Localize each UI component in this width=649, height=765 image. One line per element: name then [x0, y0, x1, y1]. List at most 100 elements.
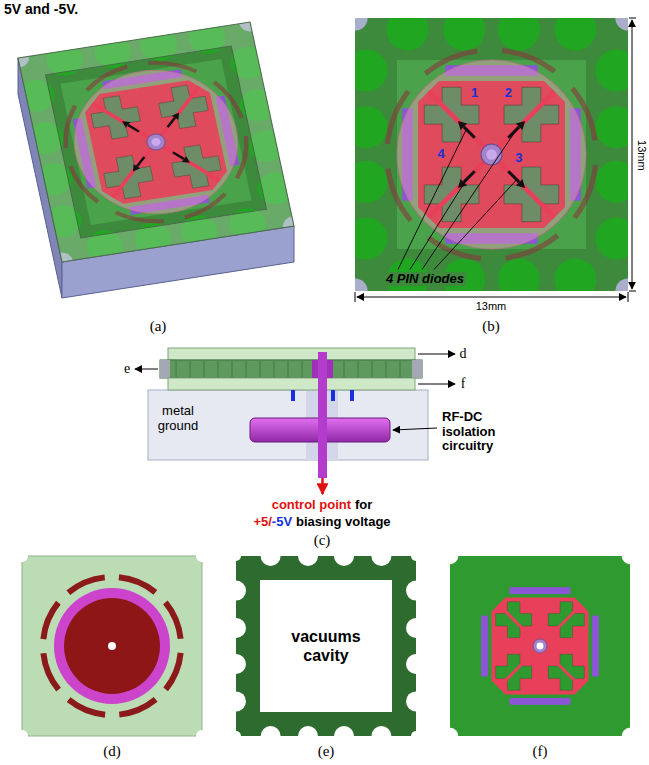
ring-segment — [570, 87, 597, 141]
metal-ground — [148, 390, 428, 460]
edge-notch — [226, 581, 246, 601]
control-arrow — [321, 478, 324, 494]
layer-d — [168, 348, 415, 360]
corner-notch — [196, 730, 208, 742]
control-label: for — [355, 498, 372, 513]
via-hole — [355, 106, 388, 148]
cavity-stripe — [400, 361, 401, 377]
diagonal-strip — [429, 155, 492, 218]
panel-label: (f) — [533, 743, 548, 760]
corner-post — [355, 278, 368, 291]
edge-notch — [371, 546, 391, 566]
part-label: metal ground — [149, 404, 207, 434]
layer-e-view — [226, 546, 426, 746]
ring-segment — [424, 48, 478, 75]
diode-symbol — [173, 151, 184, 161]
panel-label: (c) — [314, 532, 331, 549]
ring-segment — [81, 65, 131, 92]
label-holder: 3 — [515, 151, 522, 166]
edge-notch — [406, 618, 426, 638]
edge-notch — [298, 546, 318, 566]
center-pin — [533, 639, 547, 653]
diagonal-strip — [492, 92, 555, 155]
edge-notch — [226, 618, 246, 638]
cavity-stripe — [274, 361, 275, 377]
label-holder: 4 — [437, 147, 444, 162]
label-line: control pointfor — [272, 498, 373, 513]
leader-line — [398, 129, 466, 269]
callout-number: 3 — [515, 151, 522, 166]
cavity-stripe — [218, 361, 219, 377]
layer-label: d — [460, 346, 467, 362]
edge-notch — [261, 546, 281, 566]
ring-segment — [385, 168, 412, 222]
diagonal-strip — [492, 155, 555, 218]
panel-label: (a) — [150, 318, 167, 335]
frame — [236, 556, 416, 736]
cavity-stripe — [190, 361, 191, 377]
via-hole — [498, 18, 540, 51]
cavity-stripe — [232, 361, 233, 377]
dimension-label: 13mm — [474, 300, 509, 313]
label-holder: 13mm — [474, 300, 509, 313]
inner-square — [478, 584, 603, 709]
cavity-stripe — [204, 361, 205, 377]
diode-symbol — [508, 127, 519, 138]
caption-fragment: 5V and -5V. — [4, 1, 78, 17]
purple-bar — [510, 587, 571, 594]
diode-symbol — [166, 118, 177, 128]
pin-diode — [291, 390, 295, 401]
diagonal-strip — [540, 646, 582, 688]
diode-symbol — [181, 156, 190, 164]
layer-d-view — [16, 550, 208, 742]
label-holder: 5V and -5V. — [4, 1, 78, 17]
label-holder: 4 PIN diodes — [384, 272, 466, 287]
layer-e — [160, 360, 422, 378]
layer-label: f — [461, 376, 466, 392]
panel-label: (e) — [318, 743, 335, 760]
leader-line — [422, 129, 517, 269]
callout-number: 2 — [505, 86, 512, 101]
label-holder: (a) — [150, 318, 167, 335]
edge-notch — [371, 726, 391, 746]
label-holder: metal ground — [149, 404, 207, 434]
corner-notch — [16, 730, 28, 742]
layer-f-view — [442, 548, 639, 745]
region-label: vacuums cavity — [284, 627, 368, 665]
dimension-tick — [355, 292, 356, 302]
diode-symbol — [131, 163, 140, 171]
diagonal-strip — [498, 604, 540, 646]
diode-symbol — [508, 171, 519, 182]
red-disk — [64, 598, 160, 694]
label-holder: e — [124, 361, 130, 377]
center-hole — [151, 137, 162, 146]
diode-symbol — [122, 120, 131, 128]
red-octagon — [492, 598, 589, 695]
substrate — [22, 556, 202, 736]
center-pin — [145, 133, 166, 151]
diode-symbol — [516, 121, 525, 130]
cavity-stripe — [302, 361, 303, 377]
dimension-label: 13mm — [635, 140, 648, 171]
center-pin — [318, 352, 327, 478]
control-label: biasing voltage — [296, 515, 391, 530]
edge-notch — [406, 654, 426, 674]
diagonal-strip — [498, 646, 540, 688]
cavity-stripe — [288, 361, 289, 377]
leader-arrow — [418, 384, 455, 385]
ring-segment — [505, 233, 559, 260]
via-hole — [355, 50, 388, 92]
corner-notch — [196, 550, 208, 562]
purple-bar — [481, 616, 488, 677]
substrate — [18, 22, 294, 262]
ring-segment — [180, 192, 230, 219]
edge-notch — [298, 726, 318, 746]
cavity-stripe — [246, 361, 247, 377]
via-hole — [555, 18, 597, 51]
center-pin — [481, 144, 502, 165]
ring-segment — [385, 90, 410, 145]
corner-post — [622, 556, 630, 564]
pattern-layer — [450, 556, 630, 736]
substrate — [450, 556, 630, 736]
via-hole — [595, 161, 628, 203]
